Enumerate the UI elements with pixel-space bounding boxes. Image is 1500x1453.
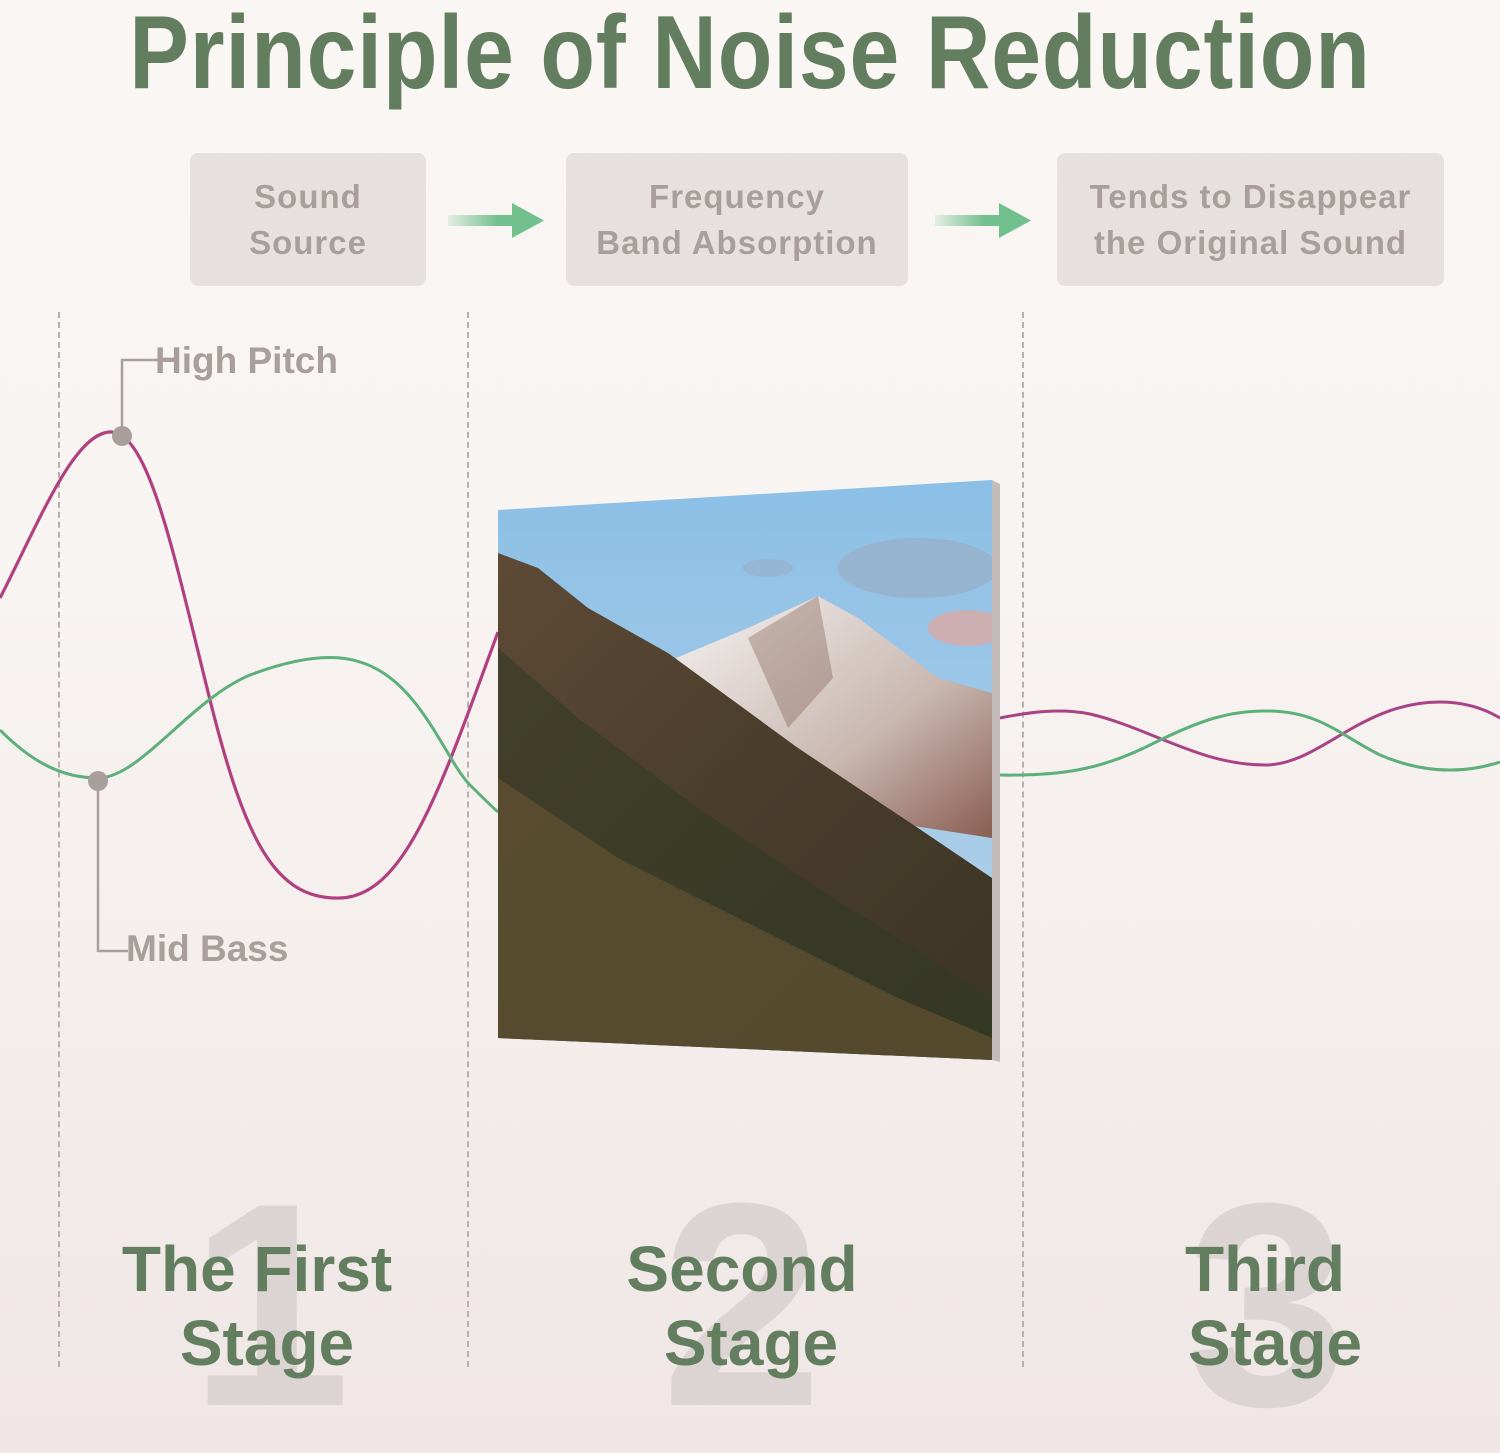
stage-label-third: Third Stage <box>1055 1232 1475 1380</box>
step-label-line2: Band Absorption <box>596 223 878 261</box>
stage-divider <box>467 312 469 1367</box>
stage-divider <box>58 312 60 1367</box>
step-label-line1: Frequency <box>649 177 825 215</box>
stage-label-line2: Stage <box>1187 1307 1363 1379</box>
step-label-line2: Source <box>249 223 367 261</box>
stage-label-line1: Second <box>626 1233 858 1305</box>
mid-bass-marker <box>88 771 108 791</box>
mid-bass-leader <box>96 782 128 953</box>
step-box-frequency-band-absorption: Frequency Band Absorption <box>566 153 908 286</box>
stage-number-3: 3 <box>1186 1143 1348 1453</box>
mid-bass-wave <box>0 656 499 814</box>
stage-number-2: 2 <box>661 1143 823 1453</box>
stage-number-1: 1 <box>189 1143 351 1453</box>
stage-label-line2: Stage <box>179 1307 355 1379</box>
high-pitch-label: High Pitch <box>155 340 338 381</box>
acoustic-panel-image <box>498 480 1000 1062</box>
step-label-line1: Tends to Disappear <box>1089 177 1412 215</box>
high-pitch-leader <box>120 358 158 435</box>
right-arrow-icon <box>448 203 544 238</box>
step-label-line1: Sound <box>254 177 362 215</box>
step-box-sound-disappears: Tends to Disappear the Original Sound <box>1057 153 1444 286</box>
stage-label-line2: Stage <box>663 1307 839 1379</box>
page-title: Principle of Noise Reduction <box>129 0 1371 111</box>
stage-label-line1: Third <box>1185 1233 1345 1305</box>
step-box-sound-source: Sound Source <box>190 153 426 286</box>
high-pitch-wave <box>0 430 500 900</box>
mid-bass-wave-attenuated <box>999 709 1500 777</box>
right-arrow-icon <box>935 203 1031 238</box>
high-pitch-wave-attenuated <box>999 700 1500 767</box>
step-label-line2: the Original Sound <box>1093 223 1408 261</box>
stage-label-second: Second Stage <box>532 1232 952 1380</box>
stage-label-first: The First Stage <box>47 1232 467 1380</box>
mid-bass-label: Mid Bass <box>126 928 289 969</box>
stage-label-line1: The First <box>121 1233 393 1305</box>
stage-divider <box>1022 312 1024 1367</box>
high-pitch-marker <box>112 426 132 446</box>
